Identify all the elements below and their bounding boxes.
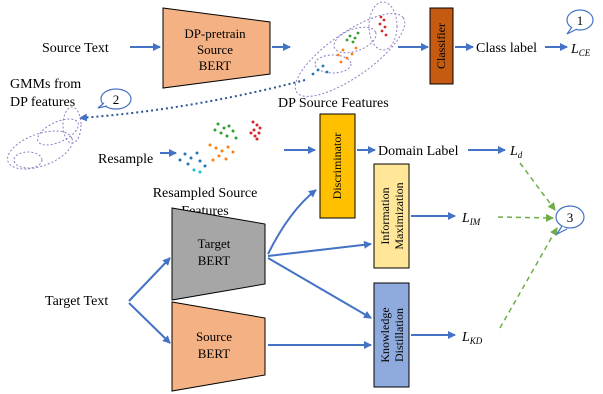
dashed-lim-to-3 xyxy=(497,213,554,222)
gmms-label-line1: GMMs from xyxy=(10,77,81,92)
target-text-label: Target Text xyxy=(45,294,108,309)
dashed-lkd-to-3 xyxy=(499,227,558,329)
dp-pretrain-bert-block xyxy=(162,7,271,89)
loss-ce: LCE xyxy=(570,42,591,58)
arrow-text-to-target-bert xyxy=(128,257,171,302)
svg-text:2: 2 xyxy=(113,92,120,107)
dp-pretrain-line1: DP-pretrain xyxy=(184,26,246,41)
badge-three: 3 xyxy=(555,205,585,236)
badge-one: 1 xyxy=(566,9,594,35)
info-max-block xyxy=(373,163,410,269)
dotted-arrow-to-gmms xyxy=(79,79,306,122)
knowledge-distillation-block xyxy=(373,282,410,388)
gmms-label-line2: DP features xyxy=(10,95,75,110)
gmm-ellipses xyxy=(7,106,82,170)
svg-text:1: 1 xyxy=(577,13,584,28)
resample-label: Resample xyxy=(98,152,153,167)
source-bert-block xyxy=(171,301,266,392)
kd-line2: Distillation xyxy=(392,308,406,362)
arrow-text-to-source-bert xyxy=(128,302,171,344)
svg-text:3: 3 xyxy=(567,210,574,225)
classifier-block xyxy=(429,7,454,85)
arrow-target-to-kd xyxy=(267,257,372,319)
source-text-label: Source Text xyxy=(42,41,109,56)
classifier-label: Classifier xyxy=(434,23,448,69)
info-max-line1: Information xyxy=(378,187,392,244)
resampled-label-line1: Resampled Source xyxy=(153,186,258,201)
arrow-target-to-discriminator xyxy=(267,189,317,255)
dashed-ld-to-3 xyxy=(519,162,556,211)
dp-source-feature-cluster xyxy=(294,1,406,97)
source-bert-line2: BERT xyxy=(198,346,231,361)
dp-source-features-label: DP Source Features xyxy=(278,96,389,111)
class-label-text: Class label xyxy=(476,41,537,56)
target-bert-block xyxy=(171,207,266,301)
source-bert-line1: Source xyxy=(196,329,232,344)
loss-im: LIM xyxy=(461,211,481,227)
arrow-target-to-im xyxy=(267,240,372,257)
badge-two: 2 xyxy=(97,88,132,110)
loss-d: Ld xyxy=(509,144,523,160)
resampled-feature-cluster xyxy=(178,120,262,174)
info-max-line2: Maximization xyxy=(392,182,406,249)
domain-label-text: Domain Label xyxy=(378,144,459,159)
dp-pretrain-line2: Source xyxy=(197,42,233,57)
discriminator-label: Discriminator xyxy=(330,133,344,200)
discriminator-block xyxy=(319,113,356,219)
kd-line1: Knowledge xyxy=(378,307,392,362)
target-bert-line2: BERT xyxy=(198,253,231,268)
target-bert-line1: Target xyxy=(198,236,231,251)
dp-pretrain-line3: BERT xyxy=(199,58,232,73)
loss-kd: LKD xyxy=(461,330,483,346)
